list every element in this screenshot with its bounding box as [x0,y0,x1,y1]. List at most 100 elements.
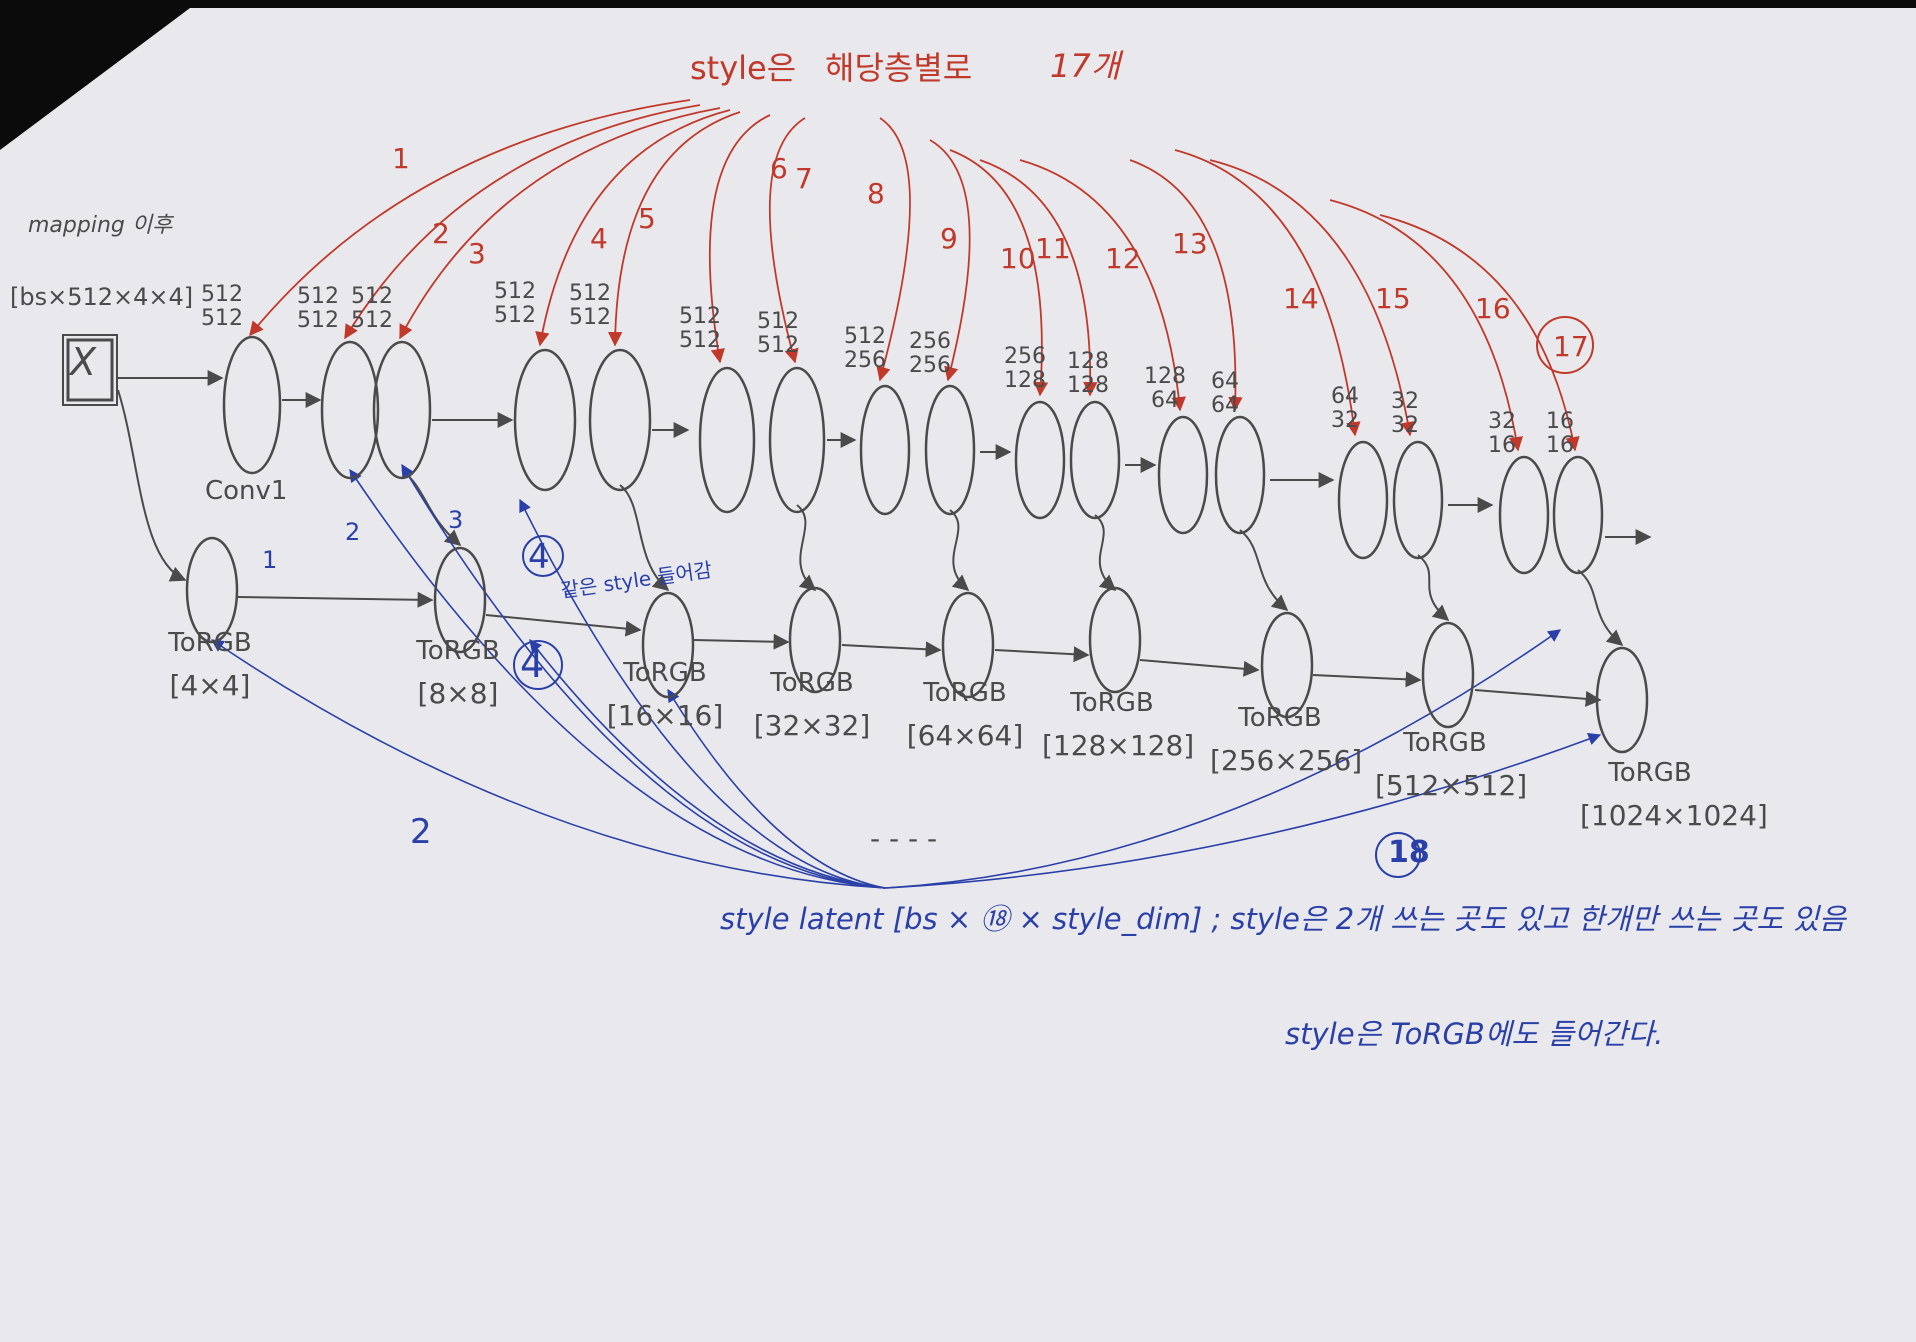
input-tensor-frame [62,334,118,406]
style-index: 3 [468,237,486,270]
channel-out: 32 [1331,408,1359,433]
blue-index-3: 3 [448,506,464,534]
channel-in: 512 [201,282,243,307]
torgb-label: ToRGB [1070,688,1154,718]
conv-node [1069,400,1121,520]
pencil-arrow [841,641,942,658]
style-arrow [979,159,1098,397]
torgb-node [941,591,995,699]
blue-index-2: 2 [345,518,361,546]
channel-out: 64 [1211,393,1239,418]
style-latent-arrow [667,688,886,889]
channel-out: 512 [297,308,339,333]
channel-in: 512 [351,284,393,309]
torgb-label: ToRGB [168,628,252,658]
torgb-label: ToRGB [623,658,707,688]
pencil-arrow [117,389,187,582]
torgb-label: ToRGB [923,678,1007,708]
channel-out: 16 [1488,433,1516,458]
torgb-label: ToRGB [416,636,500,666]
conv-node [1214,415,1266,535]
channel-out: 512 [351,308,393,333]
input-tensor-box [66,338,114,402]
style-index: 5 [638,202,656,235]
input-tensor-x: X [70,340,97,384]
style-latent-arrow [210,639,886,889]
channel-out: 256 [909,353,951,378]
style-arrow [344,104,701,340]
torgb-resolution: [4×4] [169,669,251,702]
channel-in: 128 [1067,349,1109,374]
style-arrow [929,139,971,382]
input-shape-label: [bs×512×4×4] [10,283,194,311]
channel-in: 512 [569,281,611,306]
style-index: 10 [1000,242,1036,275]
style-latent-arrow [884,733,1602,889]
style-arrow [1129,159,1243,412]
conv-node [698,366,756,514]
style-index: 14 [1283,282,1319,315]
style-index: 13 [1172,227,1208,260]
pencil-arrow [1417,554,1450,622]
pencil-arrow [237,591,434,608]
channel-in: 128 [1144,364,1186,389]
pencil-arrow [693,633,790,650]
channel-in: 64 [1331,384,1359,409]
torgb-resolution: [128×128] [1042,729,1195,762]
channel-in: 256 [909,329,951,354]
pencil-arrow [1239,529,1289,612]
torgb-resolution: [1024×1024] [1580,799,1768,832]
style-index: 4 [590,222,608,255]
pencil-arrow [1094,514,1117,592]
torgb-resolution: [512×512] [1375,769,1528,802]
style-arrow [708,114,771,364]
style-torgb-note: style은 ToRGB에도 들어간다. [1285,1017,1664,1051]
torgb-label: ToRGB [1238,703,1322,733]
torgb-node [1088,586,1142,694]
circled-4-top: 4 [528,537,550,577]
arrows-layer [117,99,1652,889]
torgb-node [1595,646,1649,754]
blue-index-2-large: 2 [410,812,432,852]
torgb-resolution: [32×32] [753,709,871,742]
torgb-label: ToRGB [1608,758,1692,788]
style-index: 16 [1475,292,1511,325]
pencil-arrow [1577,569,1624,647]
torgb-label: ToRGB [1403,728,1487,758]
conv-node [1552,455,1604,575]
channel-out: 256 [844,348,886,373]
conv-node [1337,440,1389,560]
torgb-node [433,546,487,654]
conv-node [1157,415,1209,535]
pencil-arrow [1139,659,1260,677]
channel-in: 256 [1004,344,1046,369]
channel-in: 512 [679,304,721,329]
channel-in: 64 [1211,369,1239,394]
style-arrow [249,99,691,337]
style-index: 12 [1105,242,1141,275]
torgb-node [1260,611,1314,719]
circle-mark [513,640,563,690]
circle-mark [1375,832,1421,878]
conv-node [588,348,652,492]
channel-in: 512 [297,284,339,309]
channel-out: 512 [757,333,799,358]
torgb-resolution: [16×16] [606,699,724,732]
pencil-arrow [619,484,670,592]
style-arrow [535,109,731,347]
channel-in: 32 [1391,389,1419,414]
circle-mark [522,535,564,577]
torgb-resolution: [256×256] [1210,744,1363,777]
pencil-arrow [1474,689,1602,707]
conv-node [320,340,380,480]
channel-in: 512 [494,279,536,304]
channel-out: 128 [1067,373,1109,398]
pencil-arrow [949,509,970,592]
blue-index-1: 1 [262,546,278,574]
